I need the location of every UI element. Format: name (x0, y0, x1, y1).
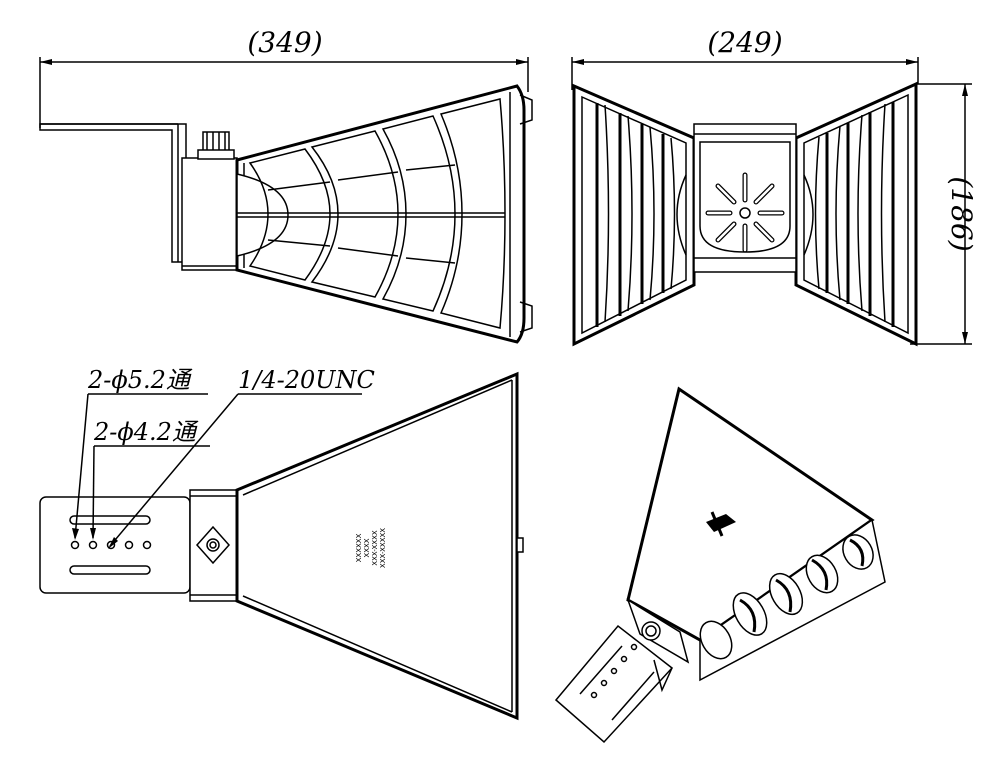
hole (88, 540, 98, 550)
rear-view (572, 81, 918, 347)
nameplate-line-2: XXXX (363, 538, 371, 557)
length-label: (349) (247, 26, 322, 59)
nameplate-line-3: XXX-XXXX (371, 530, 379, 566)
horn-top (235, 371, 519, 721)
slot-pattern (705, 172, 785, 253)
nameplate: XXXXXX XXXX XXX-XXXX XXX-XXXXX (355, 528, 387, 568)
slot-top (69, 515, 151, 525)
height-label: (186) (945, 176, 978, 251)
isometric-view (554, 386, 886, 744)
hole (106, 540, 116, 550)
connector-block (181, 157, 238, 271)
nameplate-line-4: XXX-XXXXX (379, 528, 387, 568)
slot-bottom (69, 565, 151, 575)
width-label: (249) (707, 26, 782, 59)
dimension-width: (249) (571, 26, 919, 90)
iso-mounting-plate (554, 624, 674, 744)
dimension-height: (186) (910, 83, 978, 345)
horn-body (235, 84, 526, 344)
hole (70, 540, 80, 550)
thread-mount (195, 525, 231, 565)
top-view: XXXXXX XXXX XXX-XXXX XXX-XXXXX (39, 371, 524, 721)
ribs (699, 534, 874, 660)
hole-a-label: 2-ϕ5.2通 (87, 366, 193, 394)
hole (142, 540, 152, 550)
hole-b-label: 2-ϕ4.2通 (93, 418, 199, 446)
thread-label: 1/4-20UNC (238, 366, 375, 394)
hole (124, 540, 134, 550)
nameplate-line-1: XXXXXX (355, 533, 363, 562)
logo-mark (706, 511, 736, 537)
dimension-length: (349) (39, 26, 529, 128)
callouts: 2-ϕ5.2通 2-ϕ4.2通 1/4-20UNC (72, 366, 375, 549)
side-view (39, 84, 533, 344)
mount-bracket (39, 123, 187, 263)
right-wing (794, 81, 918, 347)
left-wing (572, 83, 696, 347)
